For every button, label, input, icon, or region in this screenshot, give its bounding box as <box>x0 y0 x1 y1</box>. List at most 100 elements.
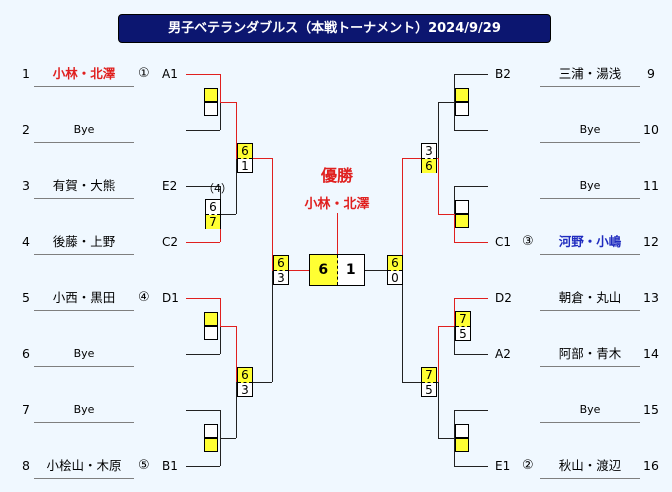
bracket-line <box>454 74 488 75</box>
name-underline <box>540 310 640 311</box>
final-score-box: 6 1 <box>309 254 365 286</box>
player-number: 10 <box>643 122 659 137</box>
bracket-line <box>438 102 454 103</box>
bracket-line <box>236 158 272 159</box>
score-top: 7 <box>422 368 436 383</box>
player-name: 小桧山・木原 <box>46 458 122 473</box>
name-underline <box>34 142 134 143</box>
score-top: 6 <box>388 256 402 271</box>
bracket-line <box>438 214 454 215</box>
score-box: 6 0 <box>387 255 403 285</box>
bracket-line <box>402 382 438 383</box>
bracket-line <box>454 466 488 467</box>
score-top: 3 <box>422 144 436 159</box>
bracket-line <box>454 410 488 411</box>
bracket-line <box>220 102 236 103</box>
bracket-line <box>454 410 455 438</box>
bracket-line <box>220 102 221 130</box>
score-top: 6 <box>206 200 220 215</box>
bracket-line <box>438 102 439 158</box>
player-name: 後藤・上野 <box>52 234 116 249</box>
player-number: 1 <box>22 66 30 81</box>
page-title: 男子ベテランダブルス（本戦トーナメント）2024/9/29 <box>118 14 551 43</box>
bracket-line <box>454 102 455 130</box>
player-number: 13 <box>643 290 659 305</box>
name-underline <box>34 86 134 87</box>
name-underline <box>540 366 640 367</box>
score-top: 6 <box>274 256 288 271</box>
name-underline <box>540 142 640 143</box>
note-text: （4） <box>203 182 232 195</box>
bracket-line <box>272 270 309 271</box>
score-bottom: 0 <box>391 271 399 285</box>
score-box <box>204 102 218 116</box>
name-underline <box>34 478 134 479</box>
score-bottom: 3 <box>277 271 285 285</box>
bracket-line <box>236 382 237 438</box>
bracket-line <box>272 270 273 382</box>
bracket-line <box>220 438 221 466</box>
bracket-line <box>402 158 403 270</box>
score-bottom: 6 <box>422 159 436 173</box>
bracket-line <box>272 158 273 270</box>
bracket-line <box>454 74 455 102</box>
name-underline <box>540 422 640 423</box>
name-underline <box>34 422 134 423</box>
bracket-line <box>220 214 236 215</box>
bracket-line <box>186 410 220 411</box>
name-underline <box>540 198 640 199</box>
player-number: 7 <box>22 402 30 417</box>
final-score-left: 6 <box>310 255 338 285</box>
player-number: 14 <box>643 346 659 361</box>
score-bottom: 1 <box>241 159 249 173</box>
score-bottom: 5 <box>459 327 467 341</box>
bracket-line <box>186 242 220 243</box>
player-number: 12 <box>643 234 659 249</box>
draw-slot: A1 <box>162 67 178 81</box>
player-number: 9 <box>647 66 655 81</box>
score-box <box>204 88 218 102</box>
name-underline <box>34 198 134 199</box>
player-name: 小林・北澤 <box>52 66 116 81</box>
player-name: 三浦・湯浅 <box>558 66 622 81</box>
name-underline <box>540 254 640 255</box>
player-name: 有賀・大熊 <box>52 178 116 193</box>
draw-slot: A2 <box>495 347 511 361</box>
bracket-line <box>220 326 236 327</box>
player-name: 阿部・青木 <box>558 346 622 361</box>
player-name: Bye <box>579 179 601 192</box>
bracket-line <box>186 130 220 131</box>
player-number: 2 <box>22 122 30 137</box>
bracket-line <box>438 158 439 214</box>
score-top: 6 <box>238 368 252 383</box>
player-name: Bye <box>579 403 601 416</box>
score-box: 6 3 <box>237 367 253 397</box>
player-name: Bye <box>73 123 95 136</box>
player-number: 6 <box>22 346 30 361</box>
score-box: 6 3 <box>273 255 289 285</box>
score-box <box>455 200 469 214</box>
name-underline <box>34 366 134 367</box>
bracket-line <box>454 242 488 243</box>
bracket-line <box>365 270 402 271</box>
bracket-line <box>402 270 403 382</box>
player-name: 秋山・渡辺 <box>558 458 622 473</box>
score-box: 6 1 <box>237 143 253 173</box>
bracket-line <box>186 186 220 187</box>
name-underline <box>540 478 640 479</box>
player-number: 16 <box>643 458 659 473</box>
name-underline <box>34 310 134 311</box>
player-number: 3 <box>22 178 30 193</box>
bracket-line <box>454 354 488 355</box>
bracket-line <box>454 214 455 242</box>
bracket-line <box>438 326 454 327</box>
draw-slot: C1 <box>495 235 512 249</box>
score-box <box>455 102 469 116</box>
player-name: Bye <box>579 123 601 136</box>
score-box: 7 5 <box>421 367 437 397</box>
bracket-line <box>186 298 220 299</box>
bracket-line <box>454 298 488 299</box>
draw-slot: E1 <box>495 459 511 473</box>
seed-mark: ① <box>138 66 150 81</box>
player-number: 11 <box>643 178 659 193</box>
